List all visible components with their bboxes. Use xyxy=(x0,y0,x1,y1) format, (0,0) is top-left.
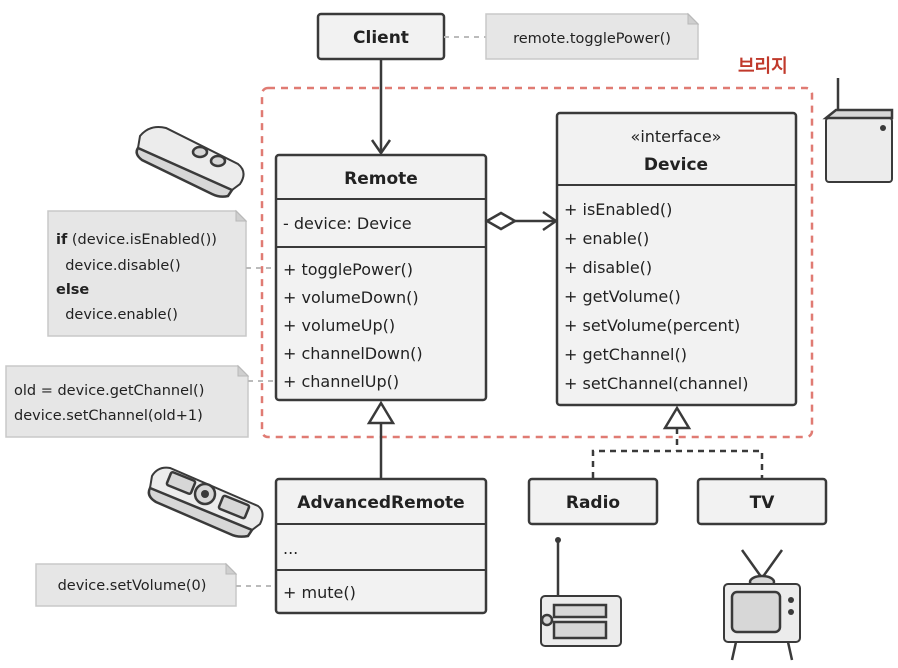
device-method: + setChannel(channel) xyxy=(564,374,748,393)
remote-field: - device: Device xyxy=(283,214,412,233)
remote-control-icon xyxy=(135,126,245,198)
mute-note-text: device.setVolume(0) xyxy=(58,578,207,594)
advanced-inheritance-arrowhead xyxy=(366,400,396,425)
implementation-links xyxy=(591,428,764,478)
advanced-remote-title: AdvancedRemote xyxy=(297,493,464,513)
client-note-text: remote.togglePower() xyxy=(513,31,671,47)
client-remote-arrowhead xyxy=(370,139,392,156)
channel-up-note: old = device.getChannel() device.setChan… xyxy=(5,364,250,438)
remote-title: Remote xyxy=(344,169,418,189)
aggregation-diamond xyxy=(484,211,518,231)
tv-class[interactable]: TV xyxy=(696,477,828,526)
implementation-arrowhead xyxy=(662,405,692,430)
device-method: + getVolume() xyxy=(564,287,681,306)
device-method: + getChannel() xyxy=(564,345,687,364)
remote-method: + togglePower() xyxy=(283,260,413,279)
toggle-note-line: device.disable() xyxy=(56,258,181,274)
device-method: + enable() xyxy=(564,229,649,248)
toggle-note-line: if (device.isEnabled()) xyxy=(56,232,217,248)
channel-note-line: old = device.getChannel() xyxy=(14,383,204,399)
client-note: remote.togglePower() xyxy=(485,12,700,60)
device-method: + isEnabled() xyxy=(564,200,672,219)
device-title: Device xyxy=(644,155,708,175)
device-method: + setVolume(percent) xyxy=(564,316,740,335)
bridge-label: 브리지 xyxy=(738,56,788,77)
mute-note: device.setVolume(0) xyxy=(35,562,238,607)
device-method: + disable() xyxy=(564,258,652,277)
radio-title: Radio xyxy=(566,493,620,513)
router-device-icon xyxy=(822,78,894,183)
radio-class[interactable]: Radio xyxy=(527,477,659,526)
advanced-remote-field: ... xyxy=(283,539,298,558)
remote-class[interactable]: Remote - device: Device + togglePower() … xyxy=(274,153,488,402)
advanced-remote-icon xyxy=(147,466,264,538)
advanced-remote-method: + mute() xyxy=(283,583,356,602)
device-interface[interactable]: «interface» Device + isEnabled() + enabl… xyxy=(555,111,798,407)
bridge-frame xyxy=(260,86,814,439)
tv-icon xyxy=(723,549,801,661)
remote-method: + volumeUp() xyxy=(283,316,395,335)
toggle-note-line: else xyxy=(56,282,89,298)
toggle-note-line: device.enable() xyxy=(56,307,178,323)
toggle-power-note: if (device.isEnabled()) device.disable()… xyxy=(47,209,248,337)
device-stereotype: «interface» xyxy=(631,127,722,146)
radio-icon xyxy=(540,537,622,647)
channel-note-line: device.setChannel(old+1) xyxy=(14,408,203,424)
remote-method: + channelUp() xyxy=(283,372,399,391)
client-title: Client xyxy=(353,28,409,48)
remote-method: + channelDown() xyxy=(283,344,423,363)
client-class[interactable]: Client xyxy=(316,12,446,61)
remote-method: + volumeDown() xyxy=(283,288,419,307)
advanced-remote-class[interactable]: AdvancedRemote ... + mute() xyxy=(274,477,488,615)
tv-title: TV xyxy=(750,493,776,513)
